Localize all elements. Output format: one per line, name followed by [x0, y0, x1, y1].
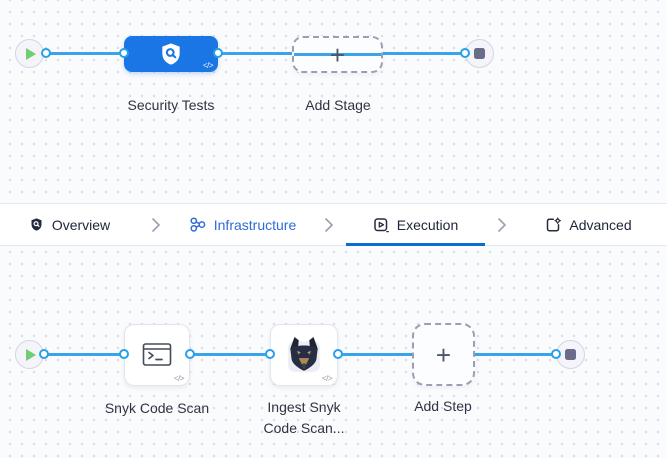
shield-icon: [31, 218, 42, 231]
link-point: [39, 349, 49, 359]
infrastructure-nodes-icon: [190, 217, 206, 232]
chevron-right-icon: [485, 204, 519, 245]
link-point: [551, 349, 561, 359]
advanced-gear-file-icon: [547, 216, 562, 231]
add-stage-button[interactable]: +: [292, 36, 383, 73]
link-point: [213, 48, 223, 58]
stage-label: Security Tests: [127, 97, 215, 113]
tab-advanced[interactable]: Advanced: [519, 204, 658, 245]
tab-label: Advanced: [569, 216, 632, 233]
step-node-ingest-snyk[interactable]: </>: [270, 324, 338, 386]
play-icon: [26, 47, 36, 60]
stop-icon: [565, 349, 576, 360]
chevron-right-icon: [139, 204, 173, 245]
link-point: [119, 48, 129, 58]
link-point: [333, 349, 343, 359]
code-glyph: </>: [173, 374, 185, 383]
stage-tab-bar: Overview Infrastructure: [0, 203, 667, 246]
execution-play-icon: [374, 217, 389, 232]
plus-icon: +: [329, 39, 346, 70]
tab-label: Infrastructure: [213, 216, 297, 233]
code-glyph: </>: [321, 374, 333, 383]
step-label: Snyk Code Scan: [104, 400, 210, 416]
play-icon: [26, 348, 36, 361]
tab-execution[interactable]: Execution: [346, 204, 485, 246]
pipeline-start-node: [15, 39, 44, 68]
link-point: [265, 349, 275, 359]
tab-label: Execution: [396, 216, 459, 233]
tab-infrastructure[interactable]: Infrastructure: [173, 204, 312, 245]
tab-label: Overview: [51, 216, 111, 233]
link-point: [460, 48, 470, 58]
tab-overview[interactable]: Overview: [0, 204, 139, 245]
add-stage-label: Add Stage: [305, 97, 371, 113]
code-glyph: </>: [202, 61, 214, 70]
link-point: [119, 349, 129, 359]
active-tab-indicator: [346, 243, 485, 246]
plus-icon: +: [435, 339, 452, 370]
add-step-label: Add Step: [414, 398, 472, 414]
link-point: [41, 48, 51, 58]
link-point: [185, 349, 195, 359]
step-label: Ingest Snyk Code Scan...: [263, 399, 345, 436]
stage-node-security-tests[interactable]: </>: [124, 36, 218, 72]
snyk-dog-icon: [288, 337, 320, 372]
step-node-snyk-code-scan[interactable]: </>: [124, 324, 190, 386]
chevron-right-icon: [312, 204, 346, 245]
add-step-button[interactable]: +: [412, 323, 475, 386]
stop-icon: [474, 48, 485, 59]
terminal-run-icon: [142, 343, 172, 366]
security-shield-icon: [162, 43, 180, 65]
stage-edge-line: [46, 52, 465, 55]
